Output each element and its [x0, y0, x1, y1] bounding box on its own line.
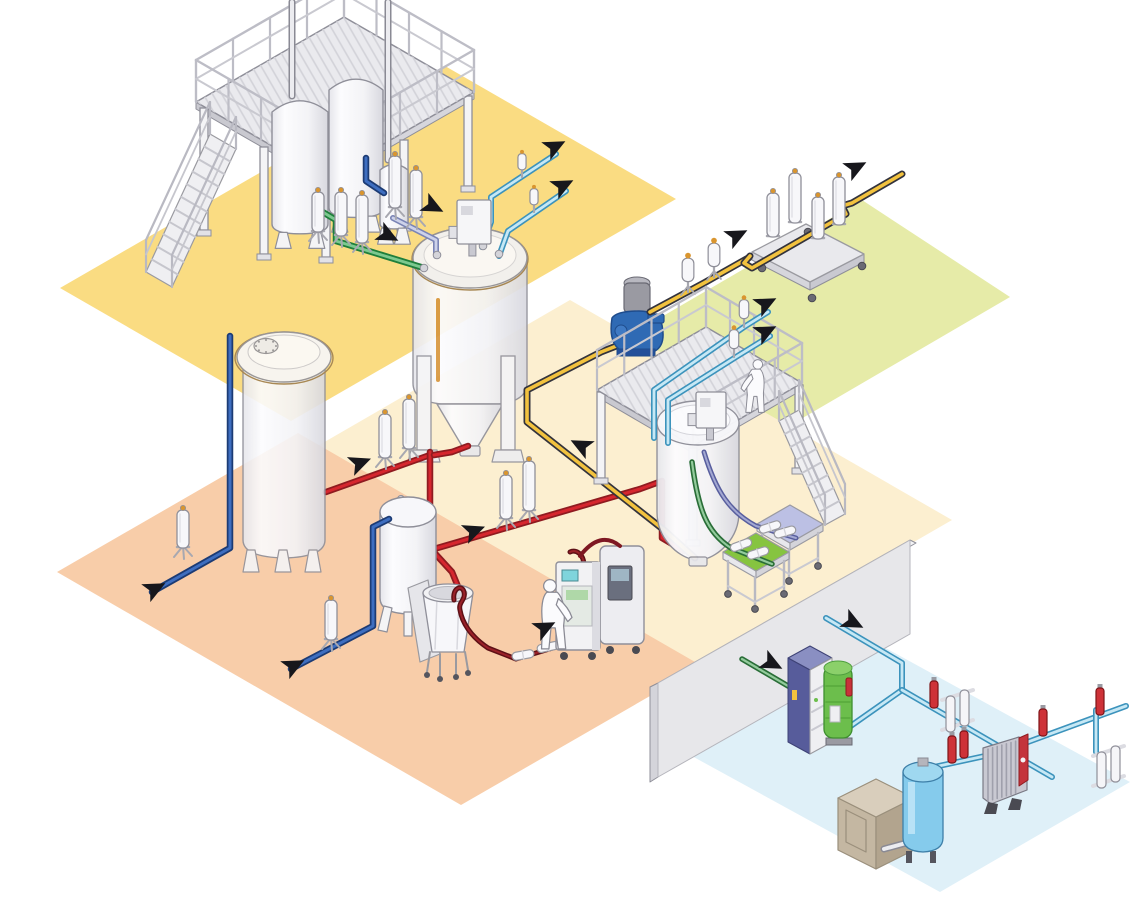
vent-filter	[738, 295, 750, 329]
candle-filter	[308, 186, 328, 244]
vessel-vent-2	[665, 333, 773, 446]
cart-filter	[810, 191, 826, 240]
candle-filter	[321, 595, 341, 652]
compressor-stub	[880, 839, 910, 853]
cart-filter	[831, 171, 847, 226]
mezzanine-stairs	[144, 100, 238, 289]
vent-filter	[529, 184, 539, 214]
transfer-pump	[610, 276, 665, 357]
flow-arrow	[374, 221, 399, 241]
operator-at-skid	[540, 578, 573, 650]
flow-arrow	[419, 192, 444, 212]
inlet-pipe-navy-left	[148, 332, 234, 596]
flow-arrow	[752, 298, 777, 318]
candle-filter	[496, 469, 516, 531]
candle-filter	[352, 189, 372, 255]
agitator-control-unit	[448, 199, 492, 257]
candle-filter	[331, 186, 351, 248]
capsule-filter	[746, 546, 770, 560]
uv-lamp-rack	[940, 688, 975, 733]
flow-arrow	[752, 326, 777, 346]
dome-filter	[680, 252, 696, 296]
candle-filter	[173, 504, 193, 560]
cartridge-filter	[959, 727, 969, 759]
feed-pipe-navy-elbow	[362, 154, 388, 197]
plate-heat-exchanger	[982, 733, 1029, 814]
chiller-unit	[823, 660, 853, 746]
drain-hose-purple	[701, 449, 799, 541]
capsule-filter	[773, 525, 797, 539]
utility-loop-teal	[823, 615, 905, 733]
candle-filter	[385, 150, 405, 220]
cartridge-filter	[1095, 684, 1105, 716]
vessel-top-ports	[419, 241, 504, 273]
dome-filter	[706, 237, 722, 281]
transfer-pipe-red-left	[322, 451, 434, 496]
mixing-vessel	[407, 227, 529, 463]
flow-arrow	[280, 660, 305, 680]
flow-arrow	[549, 180, 574, 200]
flow-arrow	[723, 230, 748, 250]
candle-filter	[519, 455, 539, 523]
vessel-vent-1	[651, 309, 771, 441]
flow-arrow	[839, 608, 864, 628]
polish-pipe-yellow	[646, 253, 754, 316]
candle-filter	[375, 408, 395, 470]
uv-lamp-rack	[1091, 744, 1126, 789]
purification-skid	[555, 537, 645, 660]
flow-arrow	[141, 583, 166, 603]
cart-filter	[787, 167, 803, 224]
partition-wall	[649, 539, 917, 783]
flow-arrow	[758, 649, 783, 669]
cartridge-filter	[929, 677, 939, 709]
capsule-filter	[758, 520, 782, 534]
flow-arrow	[346, 457, 372, 476]
vent-filter	[517, 149, 527, 179]
flow-arrow	[842, 162, 867, 182]
flow-arrow	[541, 141, 566, 161]
vent-filter	[728, 325, 740, 359]
flow-arrow	[531, 622, 556, 642]
capsule-filter	[511, 649, 535, 661]
cart-filter	[765, 187, 781, 238]
candle-filter	[406, 164, 426, 230]
vessel-instrument-box	[687, 391, 727, 441]
drain-hose-green	[689, 459, 775, 567]
zone-floor-orange	[57, 433, 702, 805]
vessel-outlet-red	[430, 442, 472, 459]
red-branch-to-bin	[426, 544, 463, 593]
flow-arrow	[570, 440, 595, 460]
vent-line-2	[496, 188, 569, 259]
cartridge-filter	[1038, 705, 1048, 737]
hold-tank-manway	[234, 331, 334, 573]
capsule-filter	[729, 538, 753, 552]
platform-stairs	[777, 378, 847, 527]
candle-filter	[399, 393, 419, 461]
compressed-air-receiver	[902, 757, 944, 863]
filter-cart-serpentine	[740, 170, 906, 272]
flow-arrow	[460, 525, 486, 544]
filter-skid-cart	[751, 223, 867, 303]
cartridge-filter	[947, 732, 957, 764]
operator-on-platform	[740, 359, 765, 413]
